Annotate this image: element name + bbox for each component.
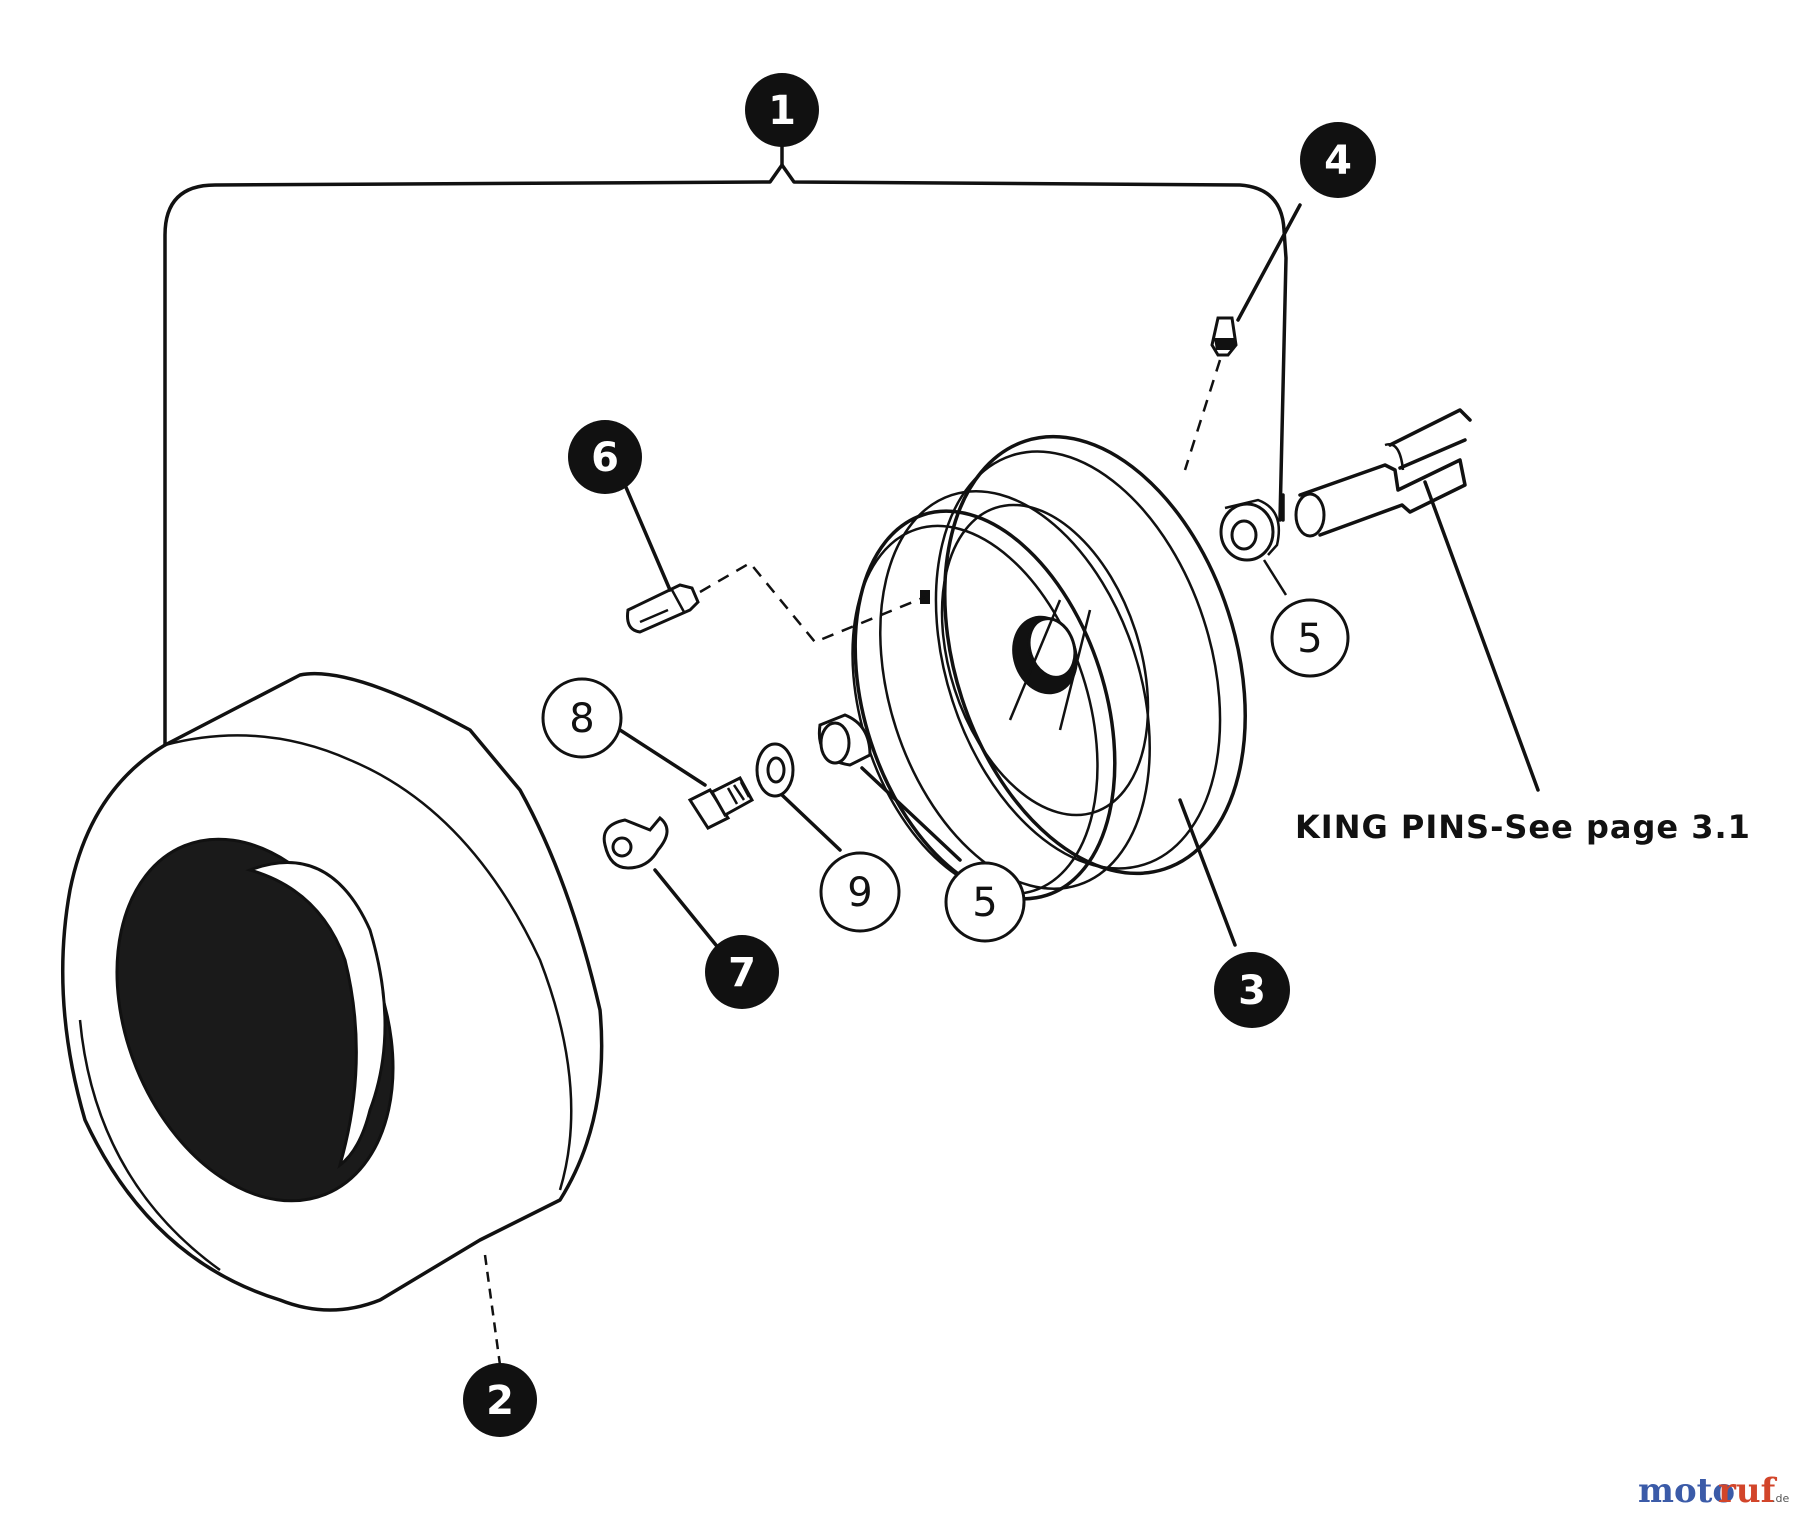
fitting-dash xyxy=(1183,359,1222,471)
watermark-suffix: .de xyxy=(1772,1492,1789,1505)
svg-text:5: 5 xyxy=(1297,616,1322,662)
svg-text:7: 7 xyxy=(728,950,756,996)
leader-9 xyxy=(780,793,842,852)
axle xyxy=(1294,408,1472,538)
callout-5b: 5 xyxy=(944,861,1026,943)
leader-kingpin xyxy=(1423,480,1540,792)
leader-5b xyxy=(860,766,962,862)
valve-stem xyxy=(626,583,700,634)
leader-2 xyxy=(483,1254,502,1366)
callout-8: 8 xyxy=(541,677,623,759)
watermark: moto ruf .de xyxy=(1638,1471,1789,1511)
svg-text:3: 3 xyxy=(1238,968,1266,1014)
wheel-clip xyxy=(602,815,669,870)
callout-5a: 5 xyxy=(1270,598,1350,678)
callout-2: 2 xyxy=(463,1363,537,1437)
grease-fitting xyxy=(1210,316,1238,357)
svg-text:9: 9 xyxy=(847,870,872,916)
valve-dash xyxy=(699,561,926,644)
wheel-rim xyxy=(851,434,1247,901)
tire-bore xyxy=(115,837,395,1203)
watermark-part2: ruf xyxy=(1718,1471,1778,1511)
callout-9: 9 xyxy=(819,851,901,933)
callout-3: 3 xyxy=(1214,952,1290,1028)
leader-5a xyxy=(1262,559,1288,596)
leader-8 xyxy=(618,728,707,787)
leader-6 xyxy=(623,483,672,592)
bolt xyxy=(687,776,755,830)
svg-text:8: 8 xyxy=(569,696,594,742)
svg-text:5: 5 xyxy=(972,880,997,926)
watermark-part1: moto xyxy=(1638,1471,1735,1511)
callout-4: 4 xyxy=(1300,122,1376,198)
callout-7: 7 xyxy=(705,935,779,1009)
bearing-left xyxy=(817,713,872,767)
leader-7 xyxy=(653,868,722,952)
tire xyxy=(60,671,604,1312)
svg-text:4: 4 xyxy=(1324,138,1352,184)
svg-text:2: 2 xyxy=(486,1378,514,1424)
leader-4 xyxy=(1236,203,1302,322)
svg-text:6: 6 xyxy=(591,435,619,481)
svg-text:1: 1 xyxy=(768,88,796,134)
leader-3 xyxy=(1178,798,1237,947)
bearing-right xyxy=(1219,498,1281,562)
callout-1: 1 xyxy=(745,73,819,147)
callout-6: 6 xyxy=(568,420,642,494)
king-pins-note: KING PINS-See page 3.1 xyxy=(1295,808,1751,846)
washer xyxy=(755,742,795,798)
